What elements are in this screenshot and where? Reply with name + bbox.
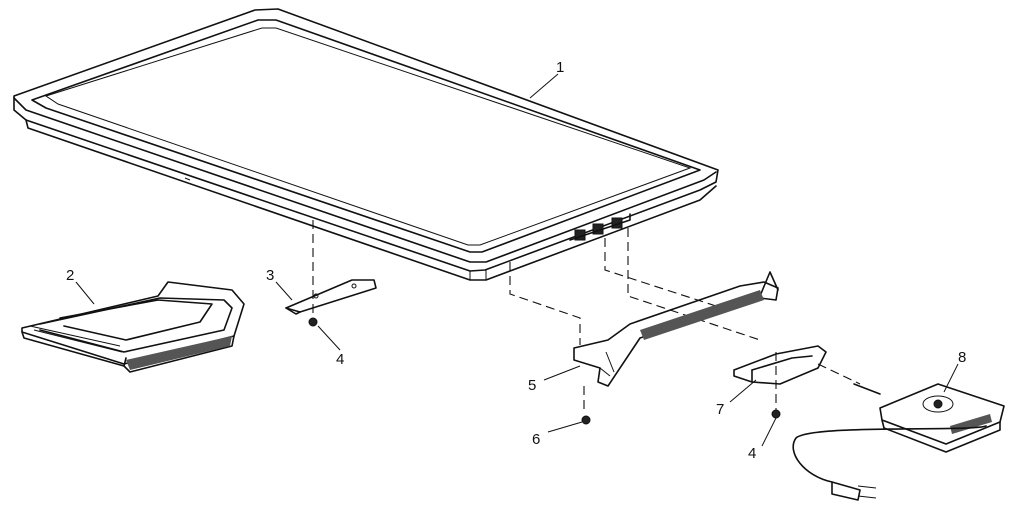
callout-control-probe: 8 (958, 349, 966, 366)
bolt (581, 415, 591, 425)
callout-leg-bracket: 5 (528, 377, 536, 394)
heater-shield (733, 345, 827, 385)
screw-right (771, 409, 781, 419)
callout-screw-left: 4 (336, 351, 344, 368)
callout-bracket-small: 3 (266, 267, 274, 284)
assembly-lines (312, 220, 861, 414)
callout-heater-shield: 7 (716, 401, 724, 418)
bracket-small (285, 279, 377, 315)
callout-drip-tray: 2 (66, 267, 74, 284)
drip-tray (21, 281, 245, 373)
screw-left (308, 317, 318, 327)
callout-griddle-plate: 1 (556, 59, 564, 76)
control-probe (792, 383, 1005, 501)
leader-lines (75, 73, 959, 447)
leg-bracket (573, 271, 779, 387)
callout-bolt: 6 (532, 431, 540, 448)
griddle-plate (13, 8, 719, 281)
callout-labels: 1 2 3 4 5 6 7 4 8 (66, 59, 966, 462)
callout-screw-right: 4 (748, 445, 756, 462)
